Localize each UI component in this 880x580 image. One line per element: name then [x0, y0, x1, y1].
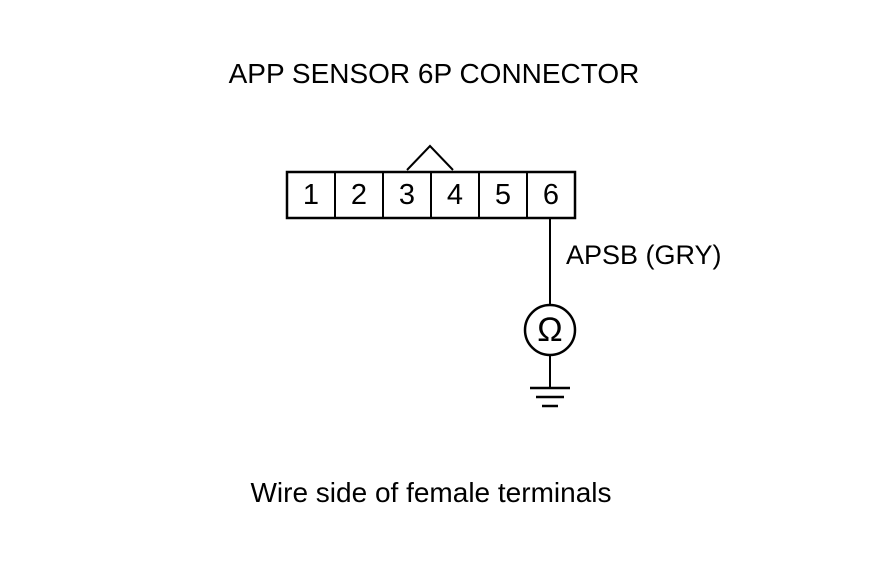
pin-5-label: 5 — [494, 179, 512, 211]
diagram-title: APP SENSOR 6P CONNECTOR — [228, 58, 640, 89]
pin-1-label: 1 — [302, 179, 320, 211]
ground-icon — [530, 386, 570, 408]
pin-4-label: 4 — [446, 179, 464, 211]
connector-key — [406, 144, 454, 171]
pin-3-label: 3 — [398, 179, 416, 211]
wire-label: APSB (GRY) — [566, 240, 722, 270]
pin-2-label: 2 — [350, 179, 368, 211]
diagram-caption: Wire side of female terminals — [250, 477, 612, 508]
ohm-symbol: Ω — [537, 311, 563, 349]
pin-6-label: 6 — [542, 179, 560, 211]
